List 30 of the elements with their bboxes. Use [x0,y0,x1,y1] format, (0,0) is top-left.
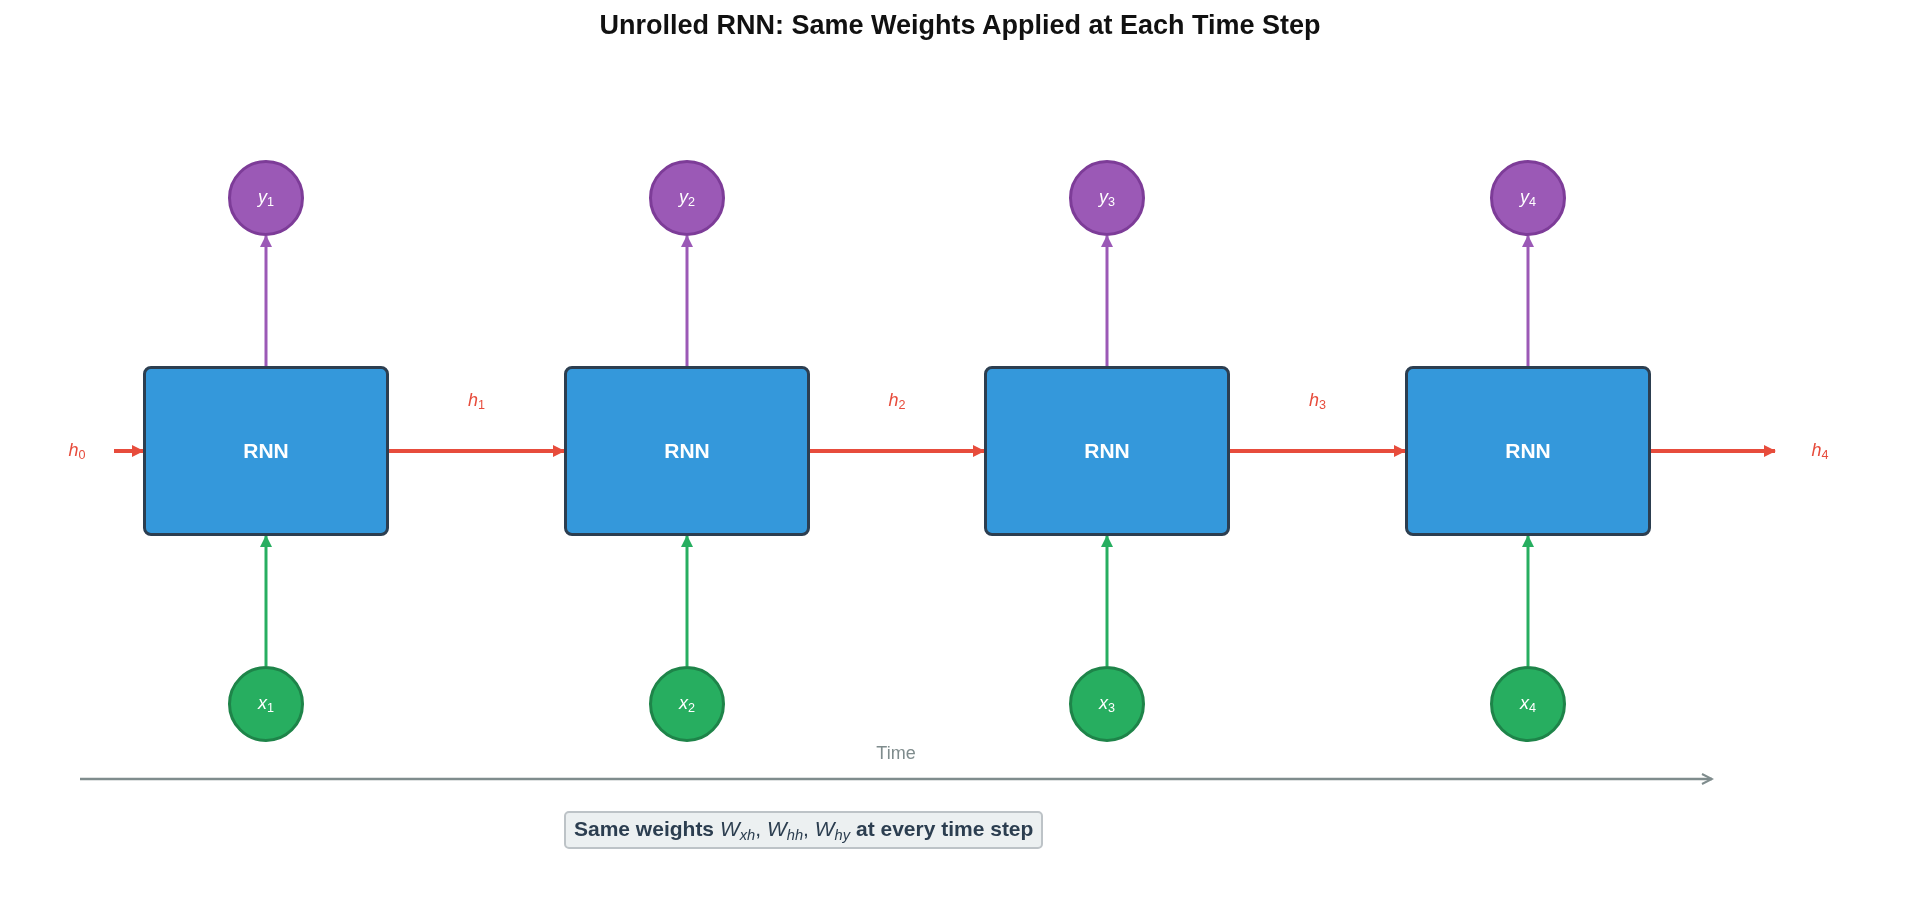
arrow [681,535,693,666]
hidden-state-label: h$_{0}$ [62,436,92,466]
rnn-cell-box: RNN [1405,366,1651,536]
arrow [1522,535,1534,666]
input-circle: x$_{4}$ [1490,666,1566,742]
arrow [681,235,693,366]
output-circle: y$_{1}$ [228,160,304,236]
diagram-title: Unrolled RNN: Same Weights Applied at Each Time Step [599,10,1321,41]
arrow [260,235,272,366]
output-circle: y$_{3}$ [1069,160,1145,236]
arrow [114,445,144,457]
arrow [1651,445,1776,457]
rnn-cell-box: RNN [984,366,1230,536]
input-circle: x$_{3}$ [1069,666,1145,742]
arrow [1522,235,1534,366]
arrow [810,445,985,457]
output-circle: y$_{2}$ [649,160,725,236]
input-circle: x$_{1}$ [228,666,304,742]
axis-label: Time [876,742,916,764]
rnn-cell-box: RNN [143,366,389,536]
hidden-state-label: h$_{4}$ [1805,436,1835,466]
arrow [1230,445,1406,457]
input-circle: x$_{2}$ [649,666,725,742]
rnn-cell-box: RNN [564,366,810,536]
note-box: Same weights W$_{xh}$, W$_{hh}$, W$_{hy}$ at every time step [564,811,1044,849]
output-circle: y$_{4}$ [1490,160,1566,236]
arrow [260,535,272,666]
arrow [1101,235,1113,366]
arrow [389,445,565,457]
arrow [1101,535,1113,666]
